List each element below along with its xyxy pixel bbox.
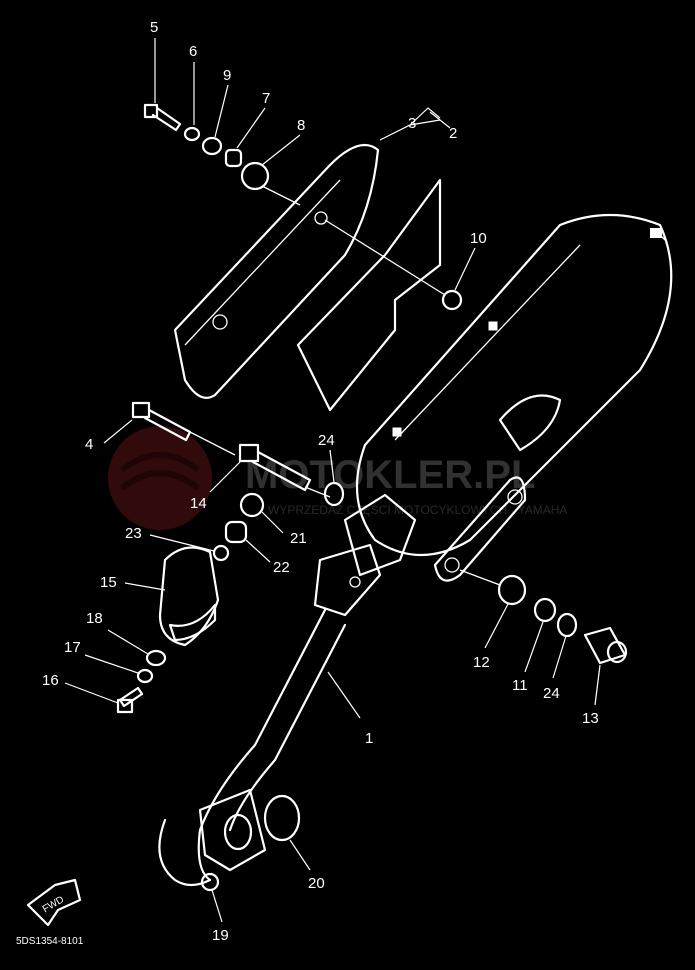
callout-4: 4 <box>85 436 93 453</box>
callout-23: 23 <box>125 525 142 542</box>
nut-19 <box>200 872 220 892</box>
callout-24-lower: 24 <box>543 685 560 702</box>
cover-15 <box>158 546 220 647</box>
callout-20: 20 <box>308 875 325 892</box>
diagram-code: 5DS1354-8101 <box>16 936 84 947</box>
callout-14: 14 <box>190 495 207 512</box>
callout-11: 11 <box>512 677 528 694</box>
watermark-main: MOTOKLER.PL <box>245 453 535 497</box>
callout-22: 22 <box>273 559 290 576</box>
nut-23 <box>212 544 230 562</box>
collar-13 <box>583 626 628 665</box>
bolt-16 <box>116 686 144 714</box>
callout-5: 5 <box>150 19 158 36</box>
bolt-14 <box>238 443 312 492</box>
callout-19: 19 <box>212 927 229 944</box>
washer-10 <box>441 289 463 311</box>
assembly-lines <box>189 185 501 586</box>
callout-7: 7 <box>262 90 270 107</box>
callout-18: 18 <box>86 610 103 627</box>
callout-12: 12 <box>473 654 490 671</box>
watermark-sub: WYPRZEDAŻ CZĘŚCI MOTOCYKLOWYCH · YAMAHA <box>268 502 567 517</box>
callout-1: 1 <box>365 730 373 747</box>
callout-16: 16 <box>42 672 59 689</box>
collar-7 <box>224 148 243 168</box>
washer-6 <box>183 126 201 142</box>
damper-22 <box>224 520 248 544</box>
callout-13: 13 <box>582 710 599 727</box>
callout-17: 17 <box>64 639 81 656</box>
washer-9 <box>201 136 223 156</box>
callout-24-upper: 24 <box>318 432 335 449</box>
watermark: MOTOKLER.PL WYPRZEDAŻ CZĘŚCI MOTOCYKLOWY… <box>108 426 567 530</box>
gasket <box>263 794 301 842</box>
damper-8 <box>240 161 270 191</box>
callout-8: 8 <box>297 117 305 134</box>
washer-18 <box>145 649 167 667</box>
callout-21: 21 <box>290 530 307 547</box>
exhaust-pipe <box>158 608 347 887</box>
callout-15: 15 <box>100 574 117 591</box>
bolt-5 <box>143 103 182 132</box>
muffler-bracket <box>313 493 417 617</box>
bolt-4 <box>131 401 192 442</box>
callout-10: 10 <box>470 230 487 247</box>
collar-11 <box>533 597 557 623</box>
washer-24a <box>323 481 345 507</box>
muffler <box>355 213 673 582</box>
heat-protector <box>173 143 380 399</box>
washer-24b <box>556 612 578 638</box>
callouts: 5 6 9 7 8 3 2 10 4 24 14 21 22 23 15 18 … <box>42 19 601 944</box>
washer-17 <box>136 668 154 684</box>
callout-2: 2 <box>449 125 457 142</box>
callout-6: 6 <box>189 43 197 60</box>
callout-9: 9 <box>223 67 231 84</box>
washer-21 <box>239 492 265 518</box>
damper-12 <box>497 574 527 606</box>
protector-plate <box>296 178 442 412</box>
fwd-arrow: FWD <box>26 878 82 927</box>
fwd-label: FWD <box>41 894 66 915</box>
